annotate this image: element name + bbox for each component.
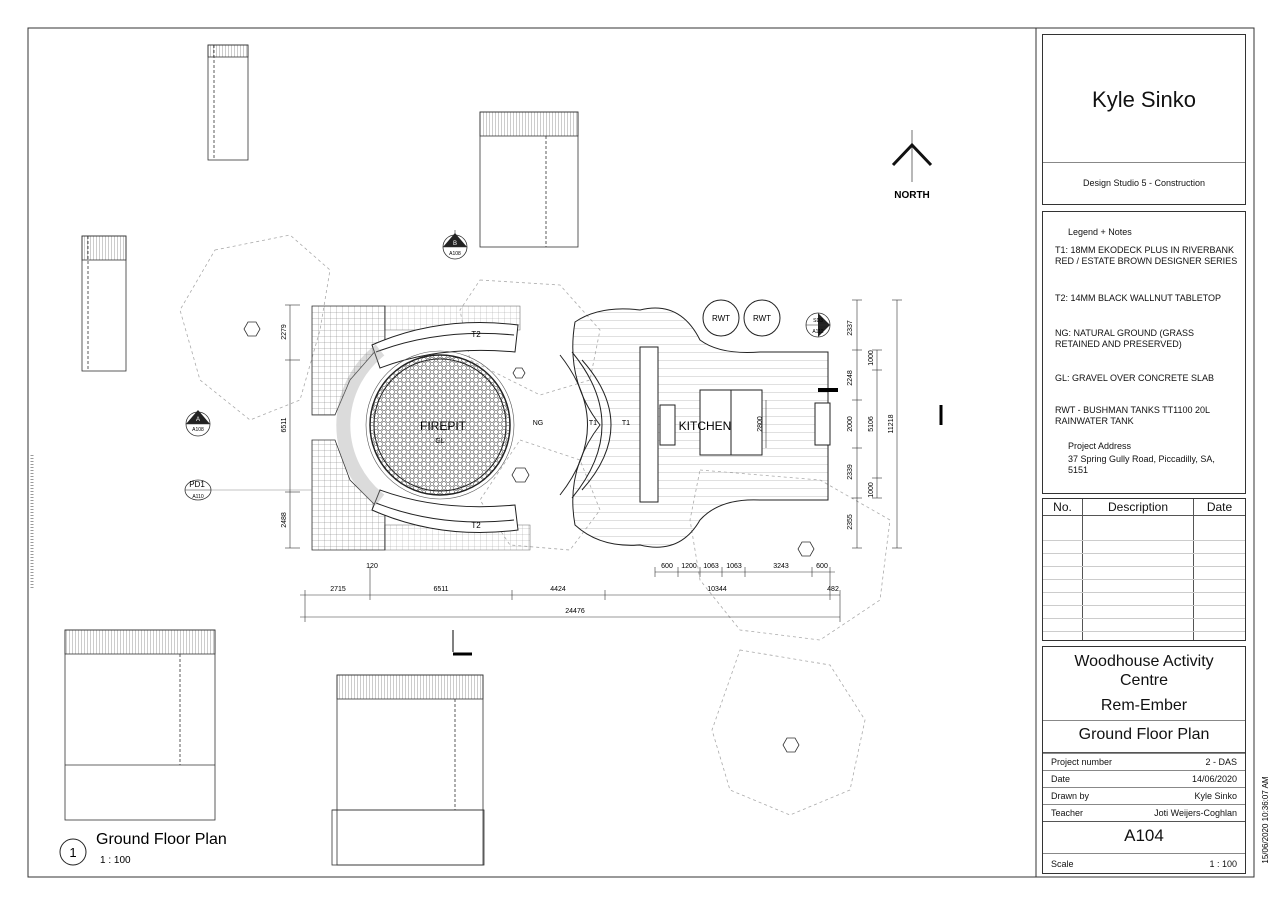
view-number-marker <box>59 838 87 866</box>
project-name: Woodhouse Activity Centre <box>1074 653 1214 689</box>
t2-benches <box>371 322 519 533</box>
section-marker-pd1: PD1 A110 <box>184 479 312 501</box>
svg-text:1200: 1200 <box>681 563 697 570</box>
svg-text:5106: 5106 <box>868 416 875 432</box>
svg-text:A: A <box>196 417 200 423</box>
label-firepit: FIREPIT <box>420 419 467 433</box>
svg-text:2339: 2339 <box>847 464 854 480</box>
svg-text:1063: 1063 <box>726 563 742 570</box>
svg-text:482: 482 <box>827 586 839 593</box>
firepit <box>336 344 515 506</box>
project-address: 37 Spring Gully Road, Piccadilly, SA, 51… <box>1068 454 1215 475</box>
kitchen-deck <box>559 307 838 548</box>
view-title: Ground Floor Plan <box>96 831 227 848</box>
rev-col-no: No. <box>1053 500 1072 514</box>
legend-panel: Legend + Notes T1: 18MM EKODECK PLUS IN … <box>1042 211 1246 494</box>
label-kitchen: KITCHEN <box>679 419 732 433</box>
neighbour-buildings <box>64 44 579 866</box>
svg-text:B: B <box>453 241 457 247</box>
author-panel: Kyle Sinko Design Studio 5 - Constructio… <box>1042 34 1246 205</box>
title-block: Kyle Sinko Design Studio 5 - Constructio… <box>1042 34 1246 874</box>
project-panel: Woodhouse Activity Centre Rem-Ember Grou… <box>1042 646 1246 874</box>
rainwater-tank-1 <box>702 299 740 337</box>
north-label: NORTH <box>894 190 930 201</box>
sheet-border <box>27 27 1255 878</box>
author-name: Kyle Sinko <box>1092 87 1196 112</box>
tree-outlines <box>179 234 891 816</box>
label-t1-a: T1 <box>589 420 597 427</box>
rev-col-description: Description <box>1107 500 1169 514</box>
dimensions-right <box>765 299 902 549</box>
svg-text:11218: 11218 <box>888 414 895 433</box>
view-number: 1 <box>69 845 76 860</box>
svg-text:2488: 2488 <box>281 512 288 528</box>
project-subtitle: Rem-Ember <box>1100 697 1188 714</box>
view-scale: 1 : 100 <box>100 855 131 866</box>
svg-text:2337: 2337 <box>847 320 854 336</box>
north-arrow-icon <box>891 130 933 182</box>
svg-text:600: 600 <box>661 563 673 570</box>
svg-text:A110: A110 <box>192 494 204 500</box>
paving-area <box>311 305 531 551</box>
legend-item-t1: T1: 18MM EKODECK PLUS IN RIVERBANK RED /… <box>1055 245 1238 266</box>
svg-text:2800: 2800 <box>757 416 764 432</box>
legend-item-ng: NG: NATURAL GROUND (GRASS RETAINED AND P… <box>1055 328 1195 349</box>
svg-text:1063: 1063 <box>703 563 719 570</box>
label-t2-bottom: T2 <box>471 521 481 530</box>
svg-text:1000: 1000 <box>868 482 875 498</box>
tree-trunks <box>243 321 815 753</box>
label-rwt-1: RWT <box>712 314 730 323</box>
svg-text:SD3: SD3 <box>813 318 823 324</box>
svg-text:2248: 2248 <box>847 370 854 386</box>
svg-text:2715: 2715 <box>330 586 346 593</box>
svg-text:4424: 4424 <box>550 586 566 593</box>
svg-text:24476: 24476 <box>565 608 585 615</box>
svg-text:A108: A108 <box>192 427 204 433</box>
svg-text:A108: A108 <box>449 251 461 257</box>
label-gl: GL <box>435 438 444 445</box>
label-ng: NG <box>533 420 544 427</box>
section-marker-sd3: SD3 A112 <box>805 312 831 338</box>
legend-title: Legend + Notes <box>1068 227 1132 237</box>
legend-item-t2: T2: 14MM BLACK WALLNUT TABLETOP <box>1055 293 1222 303</box>
label-rwt-2: RWT <box>753 314 771 323</box>
svg-text:2000: 2000 <box>847 416 854 432</box>
section-marker-b: B A108 <box>442 230 468 260</box>
address-title: Project Address <box>1068 441 1132 451</box>
svg-text:6511: 6511 <box>281 417 288 432</box>
sheet-name: Ground Floor Plan <box>1078 726 1210 743</box>
legend-item-gl: GL: GRAVEL OVER CONCRETE SLAB <box>1055 373 1215 383</box>
revision-table: No. Description Date <box>1042 498 1246 641</box>
label-t1-b: T1 <box>622 420 630 427</box>
dimensions-left <box>285 304 300 549</box>
rainwater-tank-2 <box>743 299 781 337</box>
dimensions-bottom <box>300 567 841 622</box>
svg-text:600: 600 <box>816 563 828 570</box>
legend-item-rwt: RWT - BUSHMAN TANKS TT1100 20L RAINWATER… <box>1055 405 1210 426</box>
print-stamp: 15/06/2020 10:36:07 AM <box>1261 776 1270 864</box>
svg-text:2355: 2355 <box>847 514 854 530</box>
svg-text:6511: 6511 <box>433 586 448 593</box>
rev-col-date: Date <box>1206 500 1233 514</box>
sheet-number: A104 <box>1124 826 1164 845</box>
label-t2-top: T2 <box>471 330 481 339</box>
course-name: Design Studio 5 - Construction <box>1082 178 1206 188</box>
svg-text:10344: 10344 <box>707 586 727 593</box>
section-marker-a: A A108 <box>185 410 211 437</box>
svg-text:2279: 2279 <box>281 324 288 340</box>
svg-text:120: 120 <box>366 563 378 570</box>
svg-text:1000: 1000 <box>868 350 875 366</box>
svg-text:3243: 3243 <box>773 563 789 570</box>
label-pd1: PD1 <box>189 480 205 489</box>
svg-text:A112: A112 <box>812 329 824 335</box>
